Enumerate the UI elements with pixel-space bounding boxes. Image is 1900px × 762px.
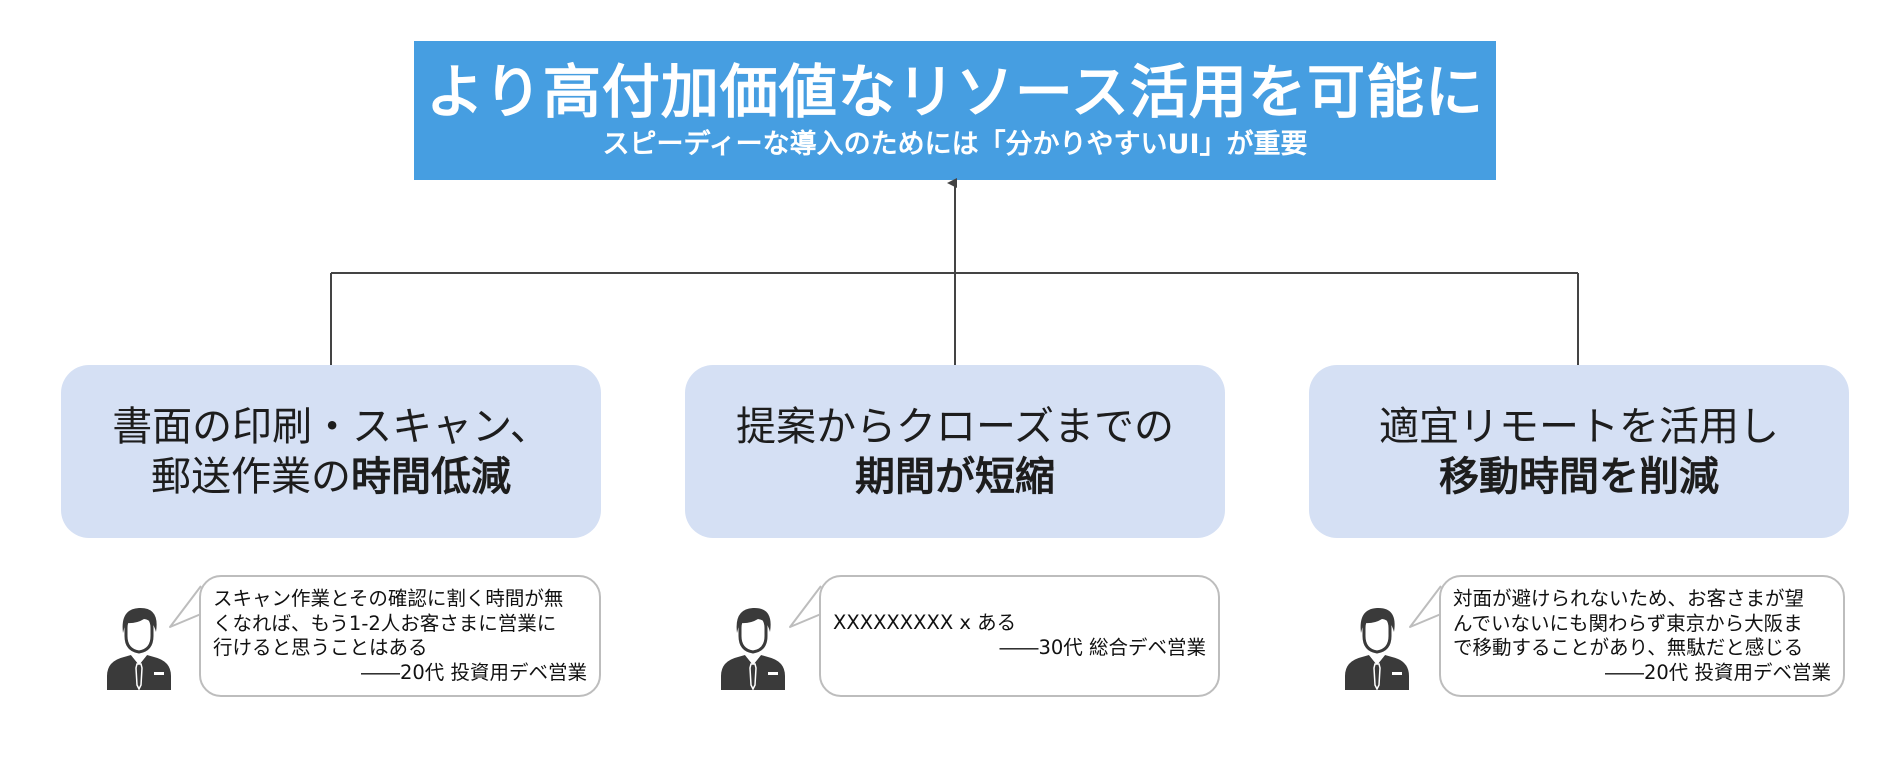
pillar-1-line-2-normal: 郵送作業の <box>151 453 351 500</box>
page-subtitle: スピーディーな導入のためには「分かりやすいUI」が重要 <box>602 129 1308 160</box>
pillar-1-line-2-bold: 時間低減 <box>351 453 511 500</box>
testimonial-bubble: XXXXXXXXX x ある ――30代 総合デベ営業 <box>819 575 1220 697</box>
pillar-2-line-2-bold: 期間が短縮 <box>855 453 1055 500</box>
pillar-2-line-2: 期間が短縮 <box>855 452 1055 502</box>
page-title: より高付加価値なリソース活用を可能に <box>426 58 1484 126</box>
speech-bubble-tail <box>1409 585 1442 628</box>
pillar-3-line-1: 適宜リモートを活用し <box>1379 403 1779 450</box>
speech-bubble-tail <box>169 585 202 628</box>
testimonial-quote: スキャン作業とその確認に割く時間が無 くなれば、もう1-2人お客さまに営業に 行… <box>213 587 564 659</box>
testimonial-quote: 対面が避けられないため、お客さまが望 んでいないにも関わらず東京から大阪ま で移… <box>1453 587 1805 659</box>
businessman-icon <box>1345 607 1409 690</box>
pillar-3-line-2-bold: 移動時間を削減 <box>1439 453 1719 500</box>
pillar-card-remote: 適宜リモートを活用し 移動時間を削減 <box>1309 365 1849 538</box>
testimonial-quote: XXXXXXXXX x ある <box>833 611 1017 634</box>
pillar-card-print-scan: 書面の印刷・スキャン、 郵送作業の時間低減 <box>61 365 601 538</box>
testimonial-attribution: ――20代 投資用デベ営業 <box>1604 660 1831 684</box>
pillar-2-line-1: 提案からクローズまでの <box>736 403 1174 450</box>
testimonial-attribution: ――20代 投資用デベ営業 <box>360 660 587 684</box>
testimonial-bubble: スキャン作業とその確認に割く時間が無 くなれば、もう1-2人お客さまに営業に 行… <box>199 575 601 697</box>
businessman-icon <box>107 607 171 690</box>
header-banner: より高付加価値なリソース活用を可能に スピーディーな導入のためには「分かりやすい… <box>414 41 1496 180</box>
speech-bubble-tail <box>789 585 822 628</box>
businessman-icon <box>721 607 785 690</box>
pillar-3-line-2: 移動時間を削減 <box>1439 452 1719 502</box>
pillar-card-shorter-period: 提案からクローズまでの 期間が短縮 <box>685 365 1225 538</box>
testimonial-bubble: 対面が避けられないため、お客さまが望 んでいないにも関わらず東京から大阪ま で移… <box>1439 575 1845 697</box>
pillar-1-line-2: 郵送作業の時間低減 <box>151 452 511 502</box>
testimonial-attribution: ――30代 総合デベ営業 <box>999 635 1206 659</box>
pillar-1-line-1: 書面の印刷・スキャン、 <box>112 403 550 450</box>
